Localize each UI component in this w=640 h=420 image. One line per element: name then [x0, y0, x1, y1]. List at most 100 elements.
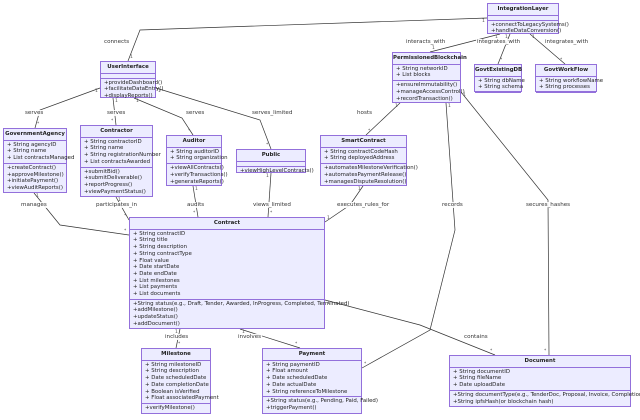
multiplicity-target: 1 — [327, 216, 330, 221]
method: +String ipfsHash(or blockchain hash) — [453, 398, 554, 405]
attribute: + String processes — [539, 84, 590, 91]
relation-label: secures_hashes — [525, 202, 572, 208]
attribute: + String description — [133, 244, 188, 251]
multiplicity-target: * — [124, 214, 127, 219]
multiplicity-target: 1 — [432, 46, 435, 51]
attribute: + String referenceToMilestone — [266, 388, 348, 395]
attribute: + String registrationNumber — [84, 152, 161, 159]
relation-label: includes — [164, 334, 190, 340]
relation-line-participates-in — [115, 196, 130, 221]
class-document[interactable]: Document+ String documentID+ String file… — [449, 355, 640, 407]
multiplicity-target: * — [111, 119, 114, 124]
attribute: + Date uploadDate — [453, 382, 506, 389]
class-permissioned-blockchain[interactable]: PermissionedBlockchain+ String networkID… — [392, 52, 467, 103]
class-contractor[interactable]: Contractor+ String contractorID+ String … — [80, 125, 161, 197]
relation-label: manages — [20, 202, 48, 208]
method: +viewPaymentStatus() — [84, 188, 146, 195]
method: +triggerPayment() — [266, 404, 317, 411]
multiplicity-target: * — [560, 58, 563, 63]
multiplicity-target: 1 — [130, 55, 133, 60]
method: +automatesPaymentRelease() — [324, 171, 407, 178]
class-smart-contract[interactable]: SmartContract+ String contractCodeHash+ … — [320, 135, 418, 186]
method: +ensureImmutability() — [396, 82, 458, 89]
attribute: + String schema — [478, 84, 524, 91]
method: +updateStatus() — [133, 314, 178, 321]
attribute: + Date scheduledDate — [145, 375, 207, 382]
contractor-attributes: + String contractorID+ String name+ Stri… — [81, 138, 161, 167]
attribute: + Date endDate — [133, 270, 177, 277]
multiplicity-source: 1 — [136, 99, 139, 104]
smart-contract-methods: +automatesMilestoneVerification()+automa… — [321, 163, 418, 186]
contract-methods: +String status(e.g., Draft, Tender, Awar… — [130, 298, 349, 329]
relation-line-integrates-with — [529, 33, 566, 65]
auditor-methods: +viewAllContracts()+verifyTransactions()… — [167, 163, 228, 186]
class-auditor[interactable]: Auditor+ String auditorID+ String organi… — [166, 135, 228, 186]
multiplicity-target: * — [270, 211, 273, 216]
attribute: + Date actualDate — [266, 381, 317, 388]
multiplicity-source: 1 — [482, 19, 485, 24]
attribute: + String agencyID — [7, 141, 57, 148]
document-attributes: + String documentID+ String fileName+ Da… — [450, 368, 630, 390]
multiplicity-target: * — [295, 342, 298, 347]
multiplicity-source: 1 — [242, 330, 245, 335]
multiplicity-source: 1 — [327, 301, 330, 306]
method: +handleDataConversion() — [491, 28, 562, 35]
attribute: + String fileName — [453, 375, 502, 382]
attribute: + String contractCodeHash — [324, 148, 398, 155]
milestone-methods: +verifyMilestone() — [142, 402, 210, 413]
relation-line-interacts-with — [429, 33, 501, 53]
class-integration-layer[interactable]: IntegrationLayer+connectToLegacySystems(… — [487, 3, 569, 35]
smart-contract-attributes: + String contractCodeHash+ String deploy… — [321, 148, 406, 163]
payment-attributes: + String paymentID+ Float amount+ Date s… — [263, 361, 361, 397]
smart-contract-title: SmartContract — [321, 136, 406, 148]
class-govt-workflow[interactable]: GovtWorkFlow+ String workflowName+ Strin… — [535, 64, 603, 94]
attribute: + Float value — [133, 257, 169, 264]
class-user-interface[interactable]: UserInterface+provideDashboard()+facilit… — [100, 61, 163, 99]
method: +initiatePayment() — [7, 178, 59, 185]
contractor-methods: +submitBid()+submitDeliverable()+reportP… — [81, 166, 152, 197]
multiplicity-source: 1 — [158, 89, 161, 94]
milestone-title: Milestone — [142, 349, 210, 361]
public-methods: +viewHighLevelContracts() — [237, 165, 314, 176]
multiplicity-source: 1 — [395, 104, 398, 109]
relation-label: serves — [24, 110, 45, 116]
relation-label: serves — [185, 110, 206, 116]
multiplicity-target: * — [368, 129, 371, 134]
multiplicity-source: 1 — [495, 35, 498, 40]
relation-line-serves-limited — [155, 87, 272, 150]
relation-label: serves_limited — [251, 110, 294, 116]
relation-label: interacts_with — [405, 39, 447, 45]
multiplicity-target: * — [193, 211, 196, 216]
class-payment[interactable]: Payment+ String paymentID+ Float amount+… — [262, 348, 378, 414]
attribute: + String milestoneID — [145, 361, 202, 368]
multiplicity-source: 1 — [358, 187, 361, 192]
contract-attributes: + String contractID+ String title+ Strin… — [130, 230, 324, 299]
class-public[interactable]: Public+viewHighLevelContracts() — [236, 149, 314, 176]
relation-label: hosts — [356, 110, 373, 116]
class-government-agency[interactable]: GovernmentAgency+ String agencyID+ Strin… — [3, 128, 74, 193]
auditor-title: Auditor — [167, 136, 221, 148]
user-interface-title: UserInterface — [101, 62, 155, 74]
auditor-attributes: + String auditorID+ String organization — [167, 148, 228, 163]
integration-layer-title: IntegrationLayer — [488, 4, 558, 16]
document-title: Document — [450, 356, 630, 368]
multiplicity-target: * — [364, 362, 367, 367]
attribute: + Date startDate — [133, 264, 180, 271]
relation-line-views-limited — [267, 172, 272, 218]
permissioned-blockchain-methods: +ensureImmutability()+manageAccessContro… — [393, 80, 465, 103]
attribute: + String documentID — [453, 368, 510, 375]
payment-methods: +String status(e.g., Pending, Paid, Fail… — [263, 396, 378, 412]
class-contract[interactable]: Contract+ String contractID+ String titl… — [129, 217, 349, 329]
multiplicity-source: 1 — [36, 194, 39, 199]
attribute: + List blocks — [396, 72, 431, 79]
class-milestone[interactable]: Milestone+ String milestoneID+ String de… — [141, 348, 219, 414]
method: +viewAuditReports() — [7, 184, 63, 191]
class-govt-existing-db[interactable]: GovtExistingDB+ String dbName+ String sc… — [474, 64, 525, 94]
method: +recordTransaction() — [396, 95, 453, 102]
multiplicity-source: 1 — [532, 35, 535, 40]
multiplicity-source: 1 — [195, 187, 198, 192]
multiplicity-target: * — [266, 143, 269, 148]
multiplicity-source: 1 — [448, 104, 451, 109]
method: +submitDeliverable() — [84, 175, 142, 182]
permissioned-blockchain-title: PermissionedBlockchain — [393, 53, 467, 65]
